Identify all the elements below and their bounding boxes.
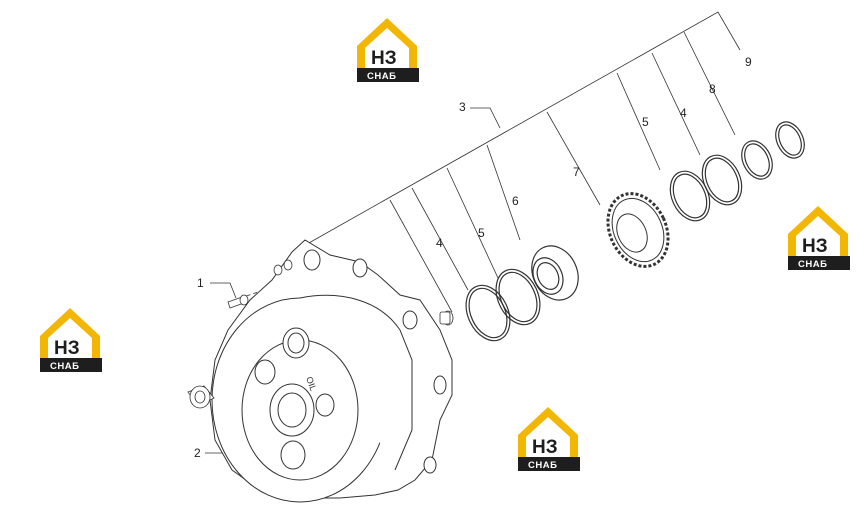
svg-text:НЗ: НЗ — [532, 437, 558, 458]
svg-text:OIL: OIL — [304, 375, 318, 392]
callout-8: 8 — [709, 82, 716, 96]
parts-rings — [465, 121, 805, 342]
svg-text:СНАБ: СНАБ — [367, 71, 396, 82]
part-4-snap-ring-b — [701, 154, 743, 206]
svg-text:НЗ: НЗ — [802, 236, 828, 257]
svg-text:НЗ: НЗ — [371, 48, 397, 69]
part-5-ring-a — [495, 268, 541, 326]
watermark-logo-bottom: НЗ СНАБ — [518, 407, 580, 471]
callout-4a: 4 — [436, 236, 443, 250]
part-7-gear — [606, 192, 670, 268]
callout-9: 9 — [745, 55, 752, 69]
callout-1: 1 — [197, 276, 204, 290]
svg-text:СНАБ: СНАБ — [798, 259, 827, 270]
housing: OIL — [209, 239, 453, 503]
callout-5b: 5 — [642, 115, 649, 129]
svg-text:СНАБ: СНАБ — [50, 361, 79, 372]
part-2-plug — [187, 385, 215, 409]
callout-labels: 1 2 3 4 5 6 7 5 4 8 9 — [194, 55, 752, 460]
part-1-screw — [227, 294, 249, 309]
watermark-logo-left: НЗ СНАБ — [40, 308, 102, 372]
callout-6: 6 — [512, 194, 519, 208]
part-9-circlip — [775, 121, 805, 159]
callout-7: 7 — [573, 165, 580, 179]
callout-2: 2 — [194, 446, 201, 460]
callout-5a: 5 — [478, 226, 485, 240]
part-4-snap-ring-a — [465, 284, 511, 342]
flange-screws — [273, 259, 454, 326]
part-8-ring — [741, 140, 773, 180]
watermark-logo-right: НЗ СНАБ — [788, 206, 850, 270]
callout-4b: 4 — [680, 106, 687, 120]
callout-3: 3 — [459, 100, 466, 114]
watermark-logo-top: НЗ СНАБ — [357, 18, 419, 82]
svg-text:НЗ: НЗ — [54, 338, 80, 359]
part-5-ring-b — [669, 170, 711, 222]
svg-text:СНАБ: СНАБ — [528, 460, 557, 471]
